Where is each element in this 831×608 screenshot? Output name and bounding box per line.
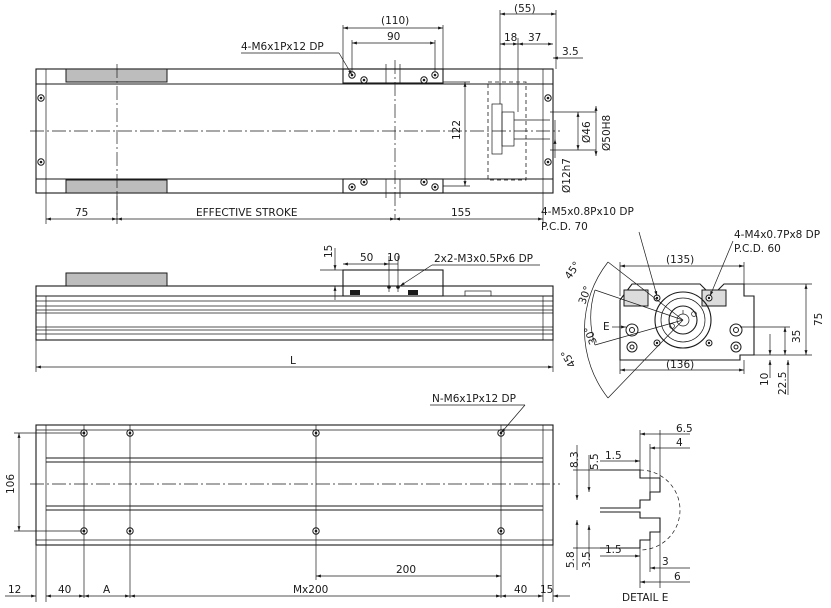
angle-30-bottom: 30° [582, 324, 600, 346]
dim-10-end: 10 [759, 373, 771, 386]
dim-37: 37 [528, 32, 541, 44]
note-top-holes: 4-M6x1Px12 DP [241, 41, 324, 53]
detail-dim-1-5-top: 1.5 [605, 450, 622, 462]
dim-50h8: Ø50H8 [601, 115, 613, 151]
dim-15-bottom: 15 [540, 584, 553, 596]
detail-dim-4: 4 [676, 437, 683, 449]
dim-35-end: 35 [791, 330, 803, 343]
dim-15-side: 15 [323, 245, 335, 258]
dim-22-5-end: 22.5 [777, 372, 789, 395]
dim-110: (110) [381, 15, 409, 27]
label-e: E [603, 321, 610, 333]
dim-75-end: 75 [813, 313, 825, 326]
detail-dim-5-5: 5.5 [589, 453, 601, 470]
dim-55: (55) [514, 3, 536, 15]
dim-12h7: Ø12h7 [561, 158, 573, 193]
detail-dim-3-5: 3.5 [581, 551, 593, 568]
dim-90: 90 [387, 31, 400, 43]
detail-dim-5-8: 5.8 [565, 551, 577, 568]
dim-122: 122 [451, 120, 463, 140]
dim-50-side: 50 [360, 252, 373, 264]
dim-200: 200 [396, 564, 416, 576]
end-view: 45° 30° 30° 45° E 4-M5x0.8Px10 DP P.C.D.… [541, 206, 825, 399]
dim-40-right: 40 [514, 584, 527, 596]
note-side-holes: 2x2-M3x0.5Px6 DP [434, 253, 533, 265]
dim-m200: Mx200 [293, 584, 328, 596]
angle-30-top: 30° [577, 284, 595, 306]
dim-46: Ø46 [581, 121, 593, 143]
dim-a: A [103, 584, 111, 596]
angle-45-bottom: 45° [559, 347, 579, 369]
dim-135: (135) [666, 254, 694, 266]
dim-106: 106 [5, 474, 17, 494]
note-pcd70: P.C.D. 70 [541, 221, 588, 233]
note-pcd60: P.C.D. 60 [734, 243, 781, 255]
note-m5: 4-M5x0.8Px10 DP [541, 206, 634, 218]
angle-45-top: 45° [563, 260, 584, 282]
note-bottom-holes: N-M6x1Px12 DP [432, 393, 516, 405]
detail-dim-3: 3 [662, 556, 669, 568]
dim-3-5-top: 3.5 [562, 46, 579, 58]
dim-155: 155 [451, 207, 471, 219]
dim-L: L [290, 355, 296, 367]
detail-dim-8-3: 8.3 [569, 451, 581, 468]
note-m4: 4-M4x0.7Px8 DP [734, 229, 820, 241]
detail-dim-6: 6 [674, 571, 681, 583]
detail-e: 6.5 4 8.3 5.5 1.5 1.5 5.8 3.5 3 6 DETAIL… [565, 423, 693, 604]
dim-effective-stroke: EFFECTIVE STROKE [196, 207, 298, 219]
side-view: 15 50 10 2x2-M3x0.5Px6 DP L [35, 245, 554, 372]
detail-label: DETAIL E [622, 592, 668, 604]
dim-18: 18 [504, 32, 517, 44]
detail-dim-6-5: 6.5 [676, 423, 693, 435]
bottom-view: N-M6x1Px12 DP 106 200 12 40 A Mx200 40 1… [5, 393, 570, 602]
dim-12: 12 [8, 584, 21, 596]
top-view: (110) 90 4-M6x1Px12 DP (55) 18 37 3.5 12… [30, 3, 613, 224]
detail-dim-1-5-bottom: 1.5 [605, 544, 622, 556]
dim-40-left: 40 [58, 584, 71, 596]
dim-10-side: 10 [387, 252, 400, 264]
dim-75-top: 75 [75, 207, 88, 219]
dim-136: (136) [666, 359, 694, 371]
